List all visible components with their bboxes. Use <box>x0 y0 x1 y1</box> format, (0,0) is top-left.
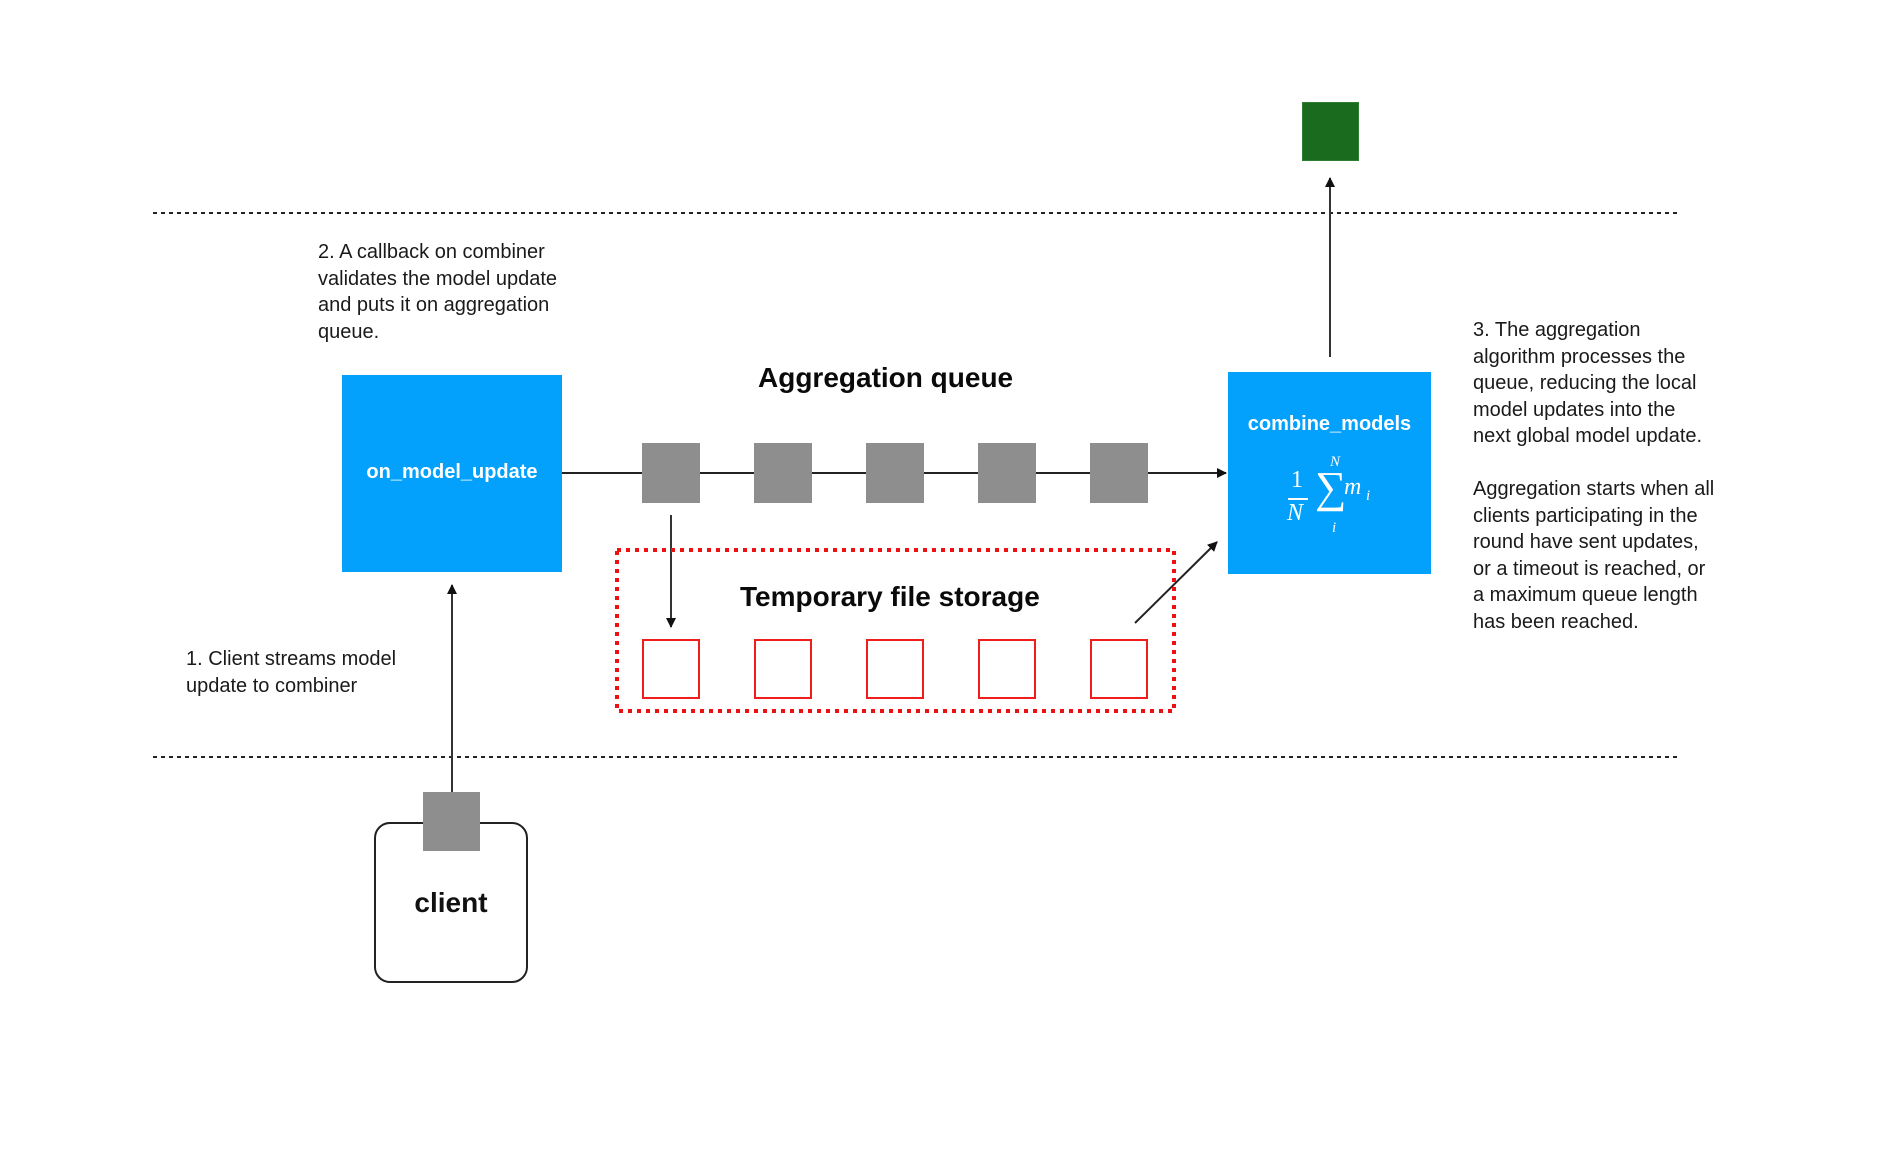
aggregation-queue-heading: Aggregation queue <box>758 362 1014 393</box>
combine-models-node[interactable]: combine_models 1 N N ∑ i m i <box>1228 372 1431 574</box>
storage-item <box>754 639 812 699</box>
client-model-update <box>423 792 480 851</box>
queue-item <box>1090 443 1148 503</box>
aggregation-formula: 1 N N ∑ i m i <box>1228 372 1431 574</box>
step3-detail-annotation: Aggregation starts when all clients part… <box>1473 478 1715 633</box>
formula-term: m <box>1344 474 1362 500</box>
client-label: client <box>414 887 488 918</box>
storage-item <box>1090 639 1148 699</box>
temporary-storage-heading: Temporary file storage <box>740 581 1040 612</box>
formula-term-subscript: i <box>1366 488 1371 504</box>
step3-annotation: 3. The aggregation algorithm processes t… <box>1473 319 1703 447</box>
formula-sum-symbol: ∑ <box>1315 463 1347 512</box>
on-model-update-node[interactable]: on_model_update <box>342 375 562 572</box>
storage-item <box>866 639 924 699</box>
formula-sum-upper: N <box>1330 454 1341 470</box>
formula-sum-lower: i <box>1332 520 1337 536</box>
on-model-update-label: on_model_update <box>366 461 538 483</box>
step2-annotation: 2. A callback on combiner validates the … <box>318 241 558 343</box>
queue-item <box>754 443 812 503</box>
storage-item <box>642 639 700 699</box>
global-model-block <box>1302 102 1359 161</box>
formula-fraction-bar <box>1288 498 1308 500</box>
combine-models-label: combine_models <box>1247 413 1412 435</box>
queue-item <box>866 443 924 503</box>
queue-item <box>978 443 1036 503</box>
storage-item <box>978 639 1036 699</box>
formula-numerator: 1 <box>1291 467 1303 493</box>
storage-read-arrow <box>1134 541 1218 624</box>
formula-denominator: N <box>1287 500 1304 526</box>
step1-annotation: 1. Client streams model update to combin… <box>186 648 397 697</box>
queue-item <box>642 443 700 503</box>
